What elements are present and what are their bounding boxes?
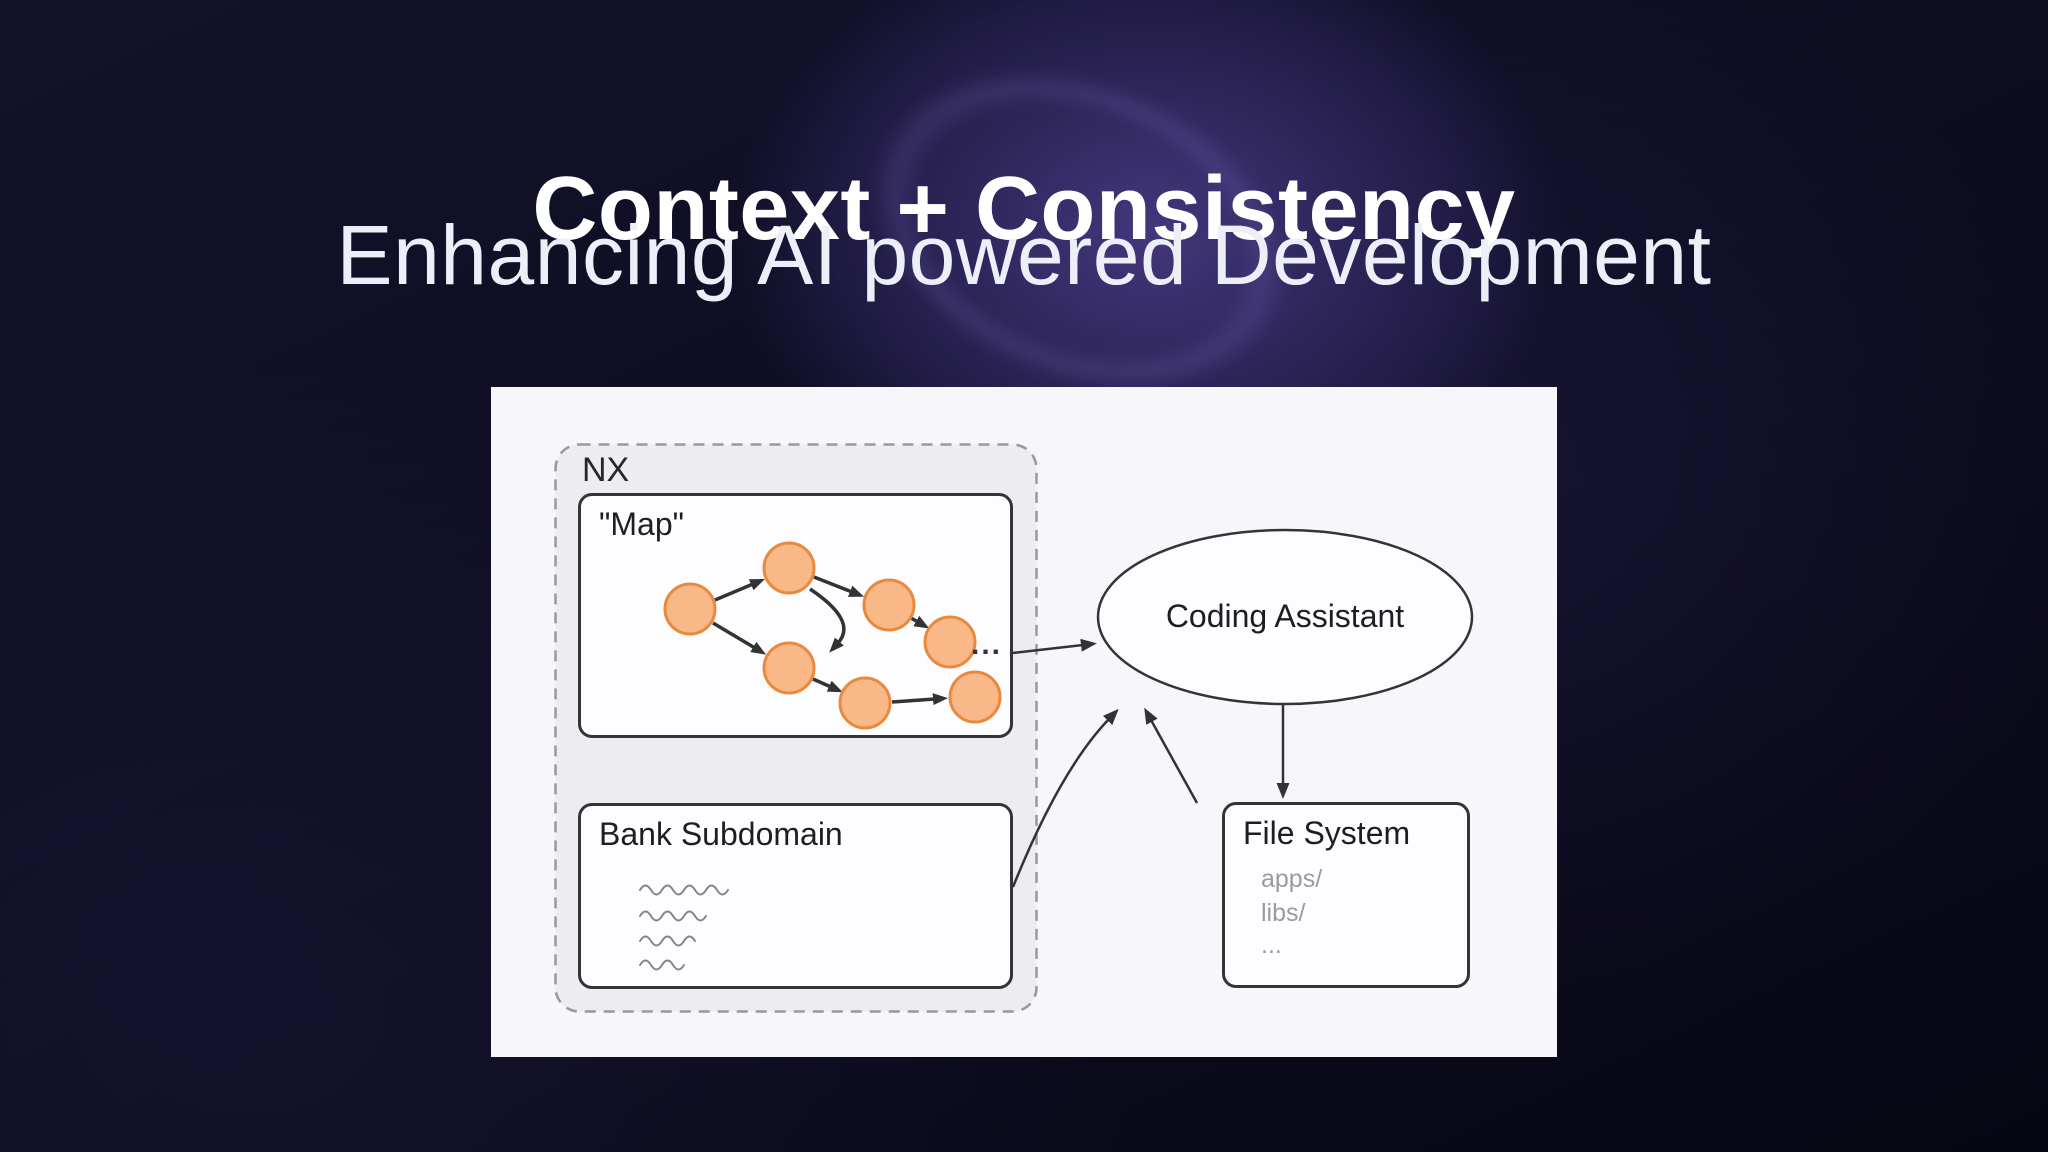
graph-node [948,670,1002,724]
map-label: "Map" [599,506,684,542]
graph-node [762,541,816,595]
edge-1-2 [714,578,765,602]
file-system-item: libs/ [1261,899,1306,927]
graph-node [762,641,816,695]
map-box: "Map" ... [578,493,1013,738]
graph-nodes [663,541,1002,730]
graph-node [663,582,717,636]
edge-2-3 [813,575,865,597]
file-system-label: File System [1243,815,1411,851]
edge-1-5 [712,621,767,655]
graph-edges [712,575,948,706]
graph-node [923,615,977,669]
project-graph [663,541,1002,730]
map-ellipsis: ... [971,628,1003,661]
file-system-item: apps/ [1261,865,1323,893]
edge-2-5-curved [809,587,846,653]
arrow-filesystem-to-assistant [1144,707,1199,804]
squiggle-text-lines [639,884,729,971]
graph-node [838,676,892,730]
edge-6-7 [891,693,948,706]
file-system-box: File System apps/ libs/ ... [1222,802,1470,988]
nx-label: NX [582,451,630,489]
edge-5-6 [812,677,843,693]
coding-assistant-label: Coding Assistant [1165,598,1405,634]
graph-node [862,578,916,632]
diagram-panel: NX [491,387,1557,1057]
bank-subdomain-label: Bank Subdomain [599,816,843,852]
bank-subdomain-box: Bank Subdomain [578,803,1013,989]
slide-subtitle: Enhancing AI powered Development [336,208,1712,302]
edge-3-4 [910,615,930,629]
slide-title: Context + Consistency [532,159,1516,260]
file-system-item: ... [1261,931,1282,959]
